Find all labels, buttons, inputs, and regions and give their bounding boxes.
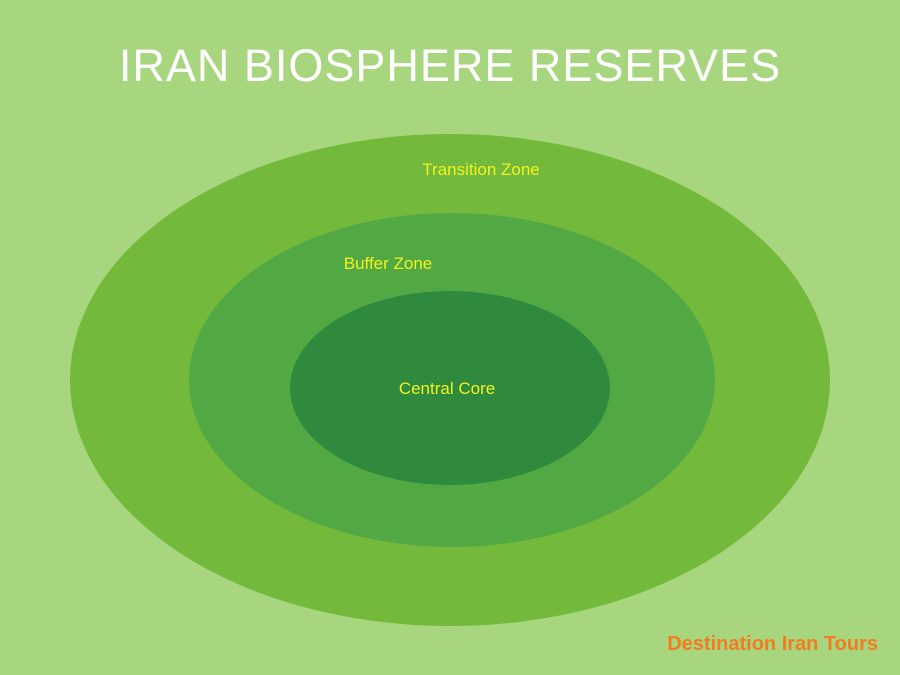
buffer-zone-label: Buffer Zone (343, 254, 433, 273)
transition-zone-label: Transition Zone (422, 160, 540, 179)
brand-credit: Destination Iran Tours (667, 633, 878, 655)
page-title: IRAN BIOSPHERE RESERVES (118, 40, 782, 91)
central-core-label: Central Core (398, 379, 496, 398)
central-core-ellipse[interactable] (290, 291, 610, 485)
